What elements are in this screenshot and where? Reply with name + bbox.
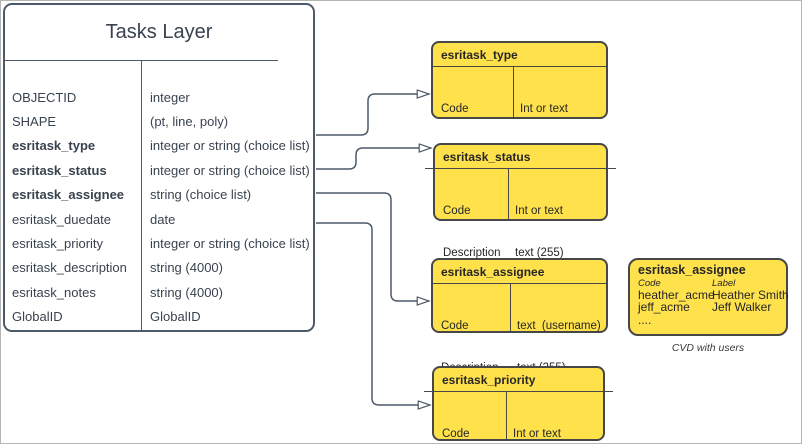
tasks-layer-entity: Tasks Layer OBJECTID integer SHAPE (pt, … <box>3 3 315 332</box>
table-esritask-status: esritask_status Code Description Int or … <box>425 143 616 259</box>
cvd-title: esritask_assignee <box>638 263 746 277</box>
field-row-esritask-status: esritask_status integer or string (choic… <box>12 162 310 178</box>
header-divider <box>424 391 613 392</box>
column-divider <box>513 66 514 117</box>
connector-assignee <box>316 192 429 301</box>
connector-status <box>316 148 431 170</box>
table-esritask-priority: esritask_priority Code Description Int o… <box>424 366 613 441</box>
connector-priority <box>316 222 430 405</box>
field-row-globalid: GlobalID GlobalID <box>12 309 201 325</box>
table-title: esritask_type <box>441 48 518 62</box>
cvd-header-label: Label <box>712 278 736 289</box>
column-divider <box>506 391 507 439</box>
header-divider <box>425 168 616 169</box>
tasks-layer-title: Tasks Layer <box>105 21 213 43</box>
field-row-objectid: OBJECTID integer <box>12 89 190 105</box>
table-title: esritask_status <box>443 150 531 164</box>
cvd-caption: CVD with users <box>671 342 745 354</box>
table-esritask-assignee: esritask_assignee Code Description text … <box>431 258 608 374</box>
column-divider <box>510 283 511 331</box>
column-divider <box>141 60 142 330</box>
cvd-header-code: Code <box>638 278 661 289</box>
table-title: esritask_assignee <box>441 265 545 279</box>
tasks-layer-field-list: OBJECTID integer SHAPE (pt, line, poly) … <box>5 85 313 329</box>
table-left-cells: Code Description <box>443 205 501 259</box>
column-divider <box>508 168 509 219</box>
connector-type <box>316 94 429 136</box>
table-left-cells: Code Description <box>442 428 470 440</box>
field-row-esritask-description: esritask_description string (4000) <box>12 260 223 276</box>
field-row-esritask-type: esritask_type integer or string (choice … <box>12 138 310 154</box>
field-row-esritask-priority: esritask_priority integer or string (cho… <box>12 236 310 252</box>
header-divider <box>433 283 606 284</box>
field-row-shape: SHAPE (pt, line, poly) <box>12 114 229 130</box>
cvd-assignee-box: esritask_assignee Code Label heather_acm… <box>628 258 789 336</box>
table-title: esritask_priority <box>442 373 536 387</box>
field-row-esritask-assignee: esritask_assignee string (choice list) <box>12 187 252 203</box>
field-row-esritask-notes: esritask_notes string (4000) <box>12 284 223 300</box>
field-row-esritask-duedate: esritask_duedate date <box>12 211 176 227</box>
table-esritask-type: esritask_type Code Description Int or te… <box>431 41 608 157</box>
table-right-cells: Int or text text (255) <box>515 205 564 259</box>
table-right-cells: Int or text text (255) <box>513 428 561 440</box>
header-divider <box>433 66 606 67</box>
